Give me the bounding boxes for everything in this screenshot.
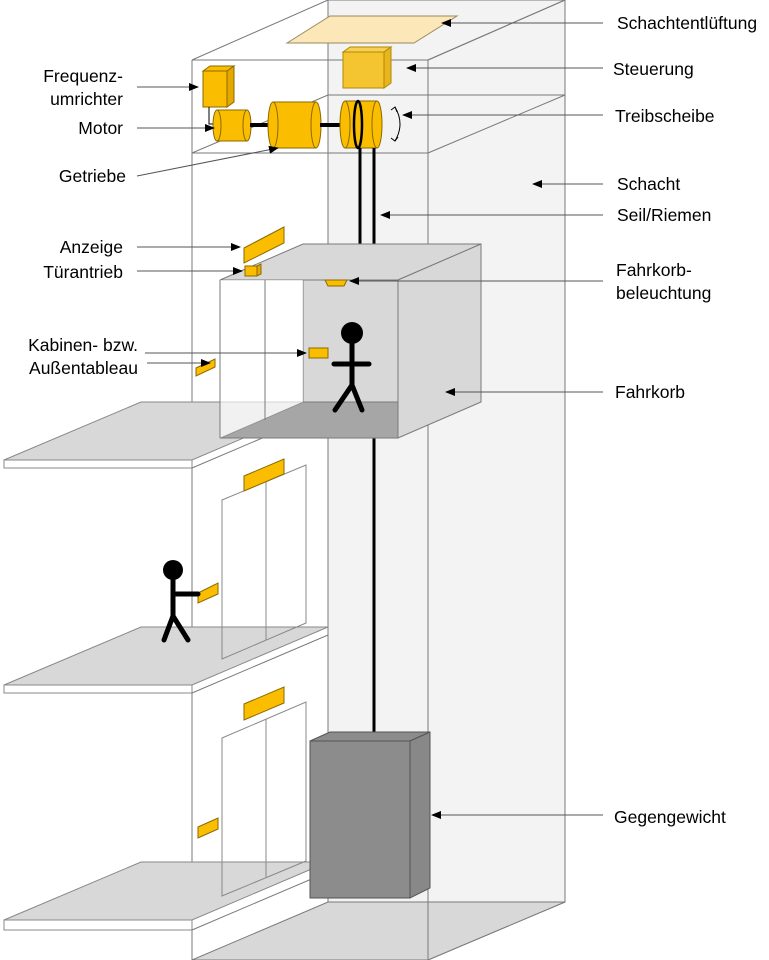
person-at-landing [161,560,201,643]
landing-door-3 [221,686,307,897]
controller-box [341,46,393,89]
landing-panel-1 [195,358,216,377]
label-frequenzumrichter-line2: umrichter [50,89,123,109]
shaft-top-edge-right [427,0,566,61]
counterweight [309,731,431,899]
shaft-top-edge-left [191,0,329,61]
landing-door-2 [221,458,307,660]
leader-lines [136,19,603,819]
gearbox [267,101,322,149]
cabin-light [324,279,348,287]
landing-2 [3,626,329,694]
floor-indicator-2 [243,458,285,492]
shaft-pit-floor [191,901,566,960]
cabin-indicator [243,226,285,264]
traction-sheave [339,99,383,150]
label-steuerung: Steuerung [613,59,694,79]
label-fahrkorbbeleuchtung-line2: beleuchtung [616,283,711,303]
car-panel [308,347,329,359]
label-fahrkorbbeleuchtung-line1: Fahrkorb- [616,260,692,280]
motor [212,109,252,142]
label-fahrkorb: Fahrkorb [615,382,685,402]
label-schacht: Schacht [617,174,680,194]
label-getriebe: Getriebe [59,166,126,186]
cabin-door-panel [220,280,303,438]
label-tableau-line1: Kabinen- bzw. [28,335,138,355]
machine-room-floor-right [427,94,566,154]
label-gegengewicht: Gegengewicht [614,807,726,827]
label-frequenzumrichter-line1: Frequenz- [43,66,123,86]
label-anzeige: Anzeige [60,237,123,257]
shaft-vent [285,15,459,44]
person-in-cabin [331,322,372,413]
landing-panel-3 [197,817,219,839]
label-seil-riemen: Seil/Riemen [617,205,711,225]
rotation-arrowheads [390,106,399,142]
floor-indicator-3 [243,686,285,721]
label-motor: Motor [78,118,123,138]
label-tableau-line2: Außentableau [29,358,138,378]
label-tuerantrieb: Türantrieb [43,262,123,282]
label-treibscheibe: Treibscheibe [615,106,715,126]
frequency-converter [201,65,236,108]
landing-3 [3,861,329,931]
label-schachtentlueftung: Schachtentlüftung [617,13,757,33]
landing-panel-2 [197,582,219,604]
door-drive [244,263,262,277]
